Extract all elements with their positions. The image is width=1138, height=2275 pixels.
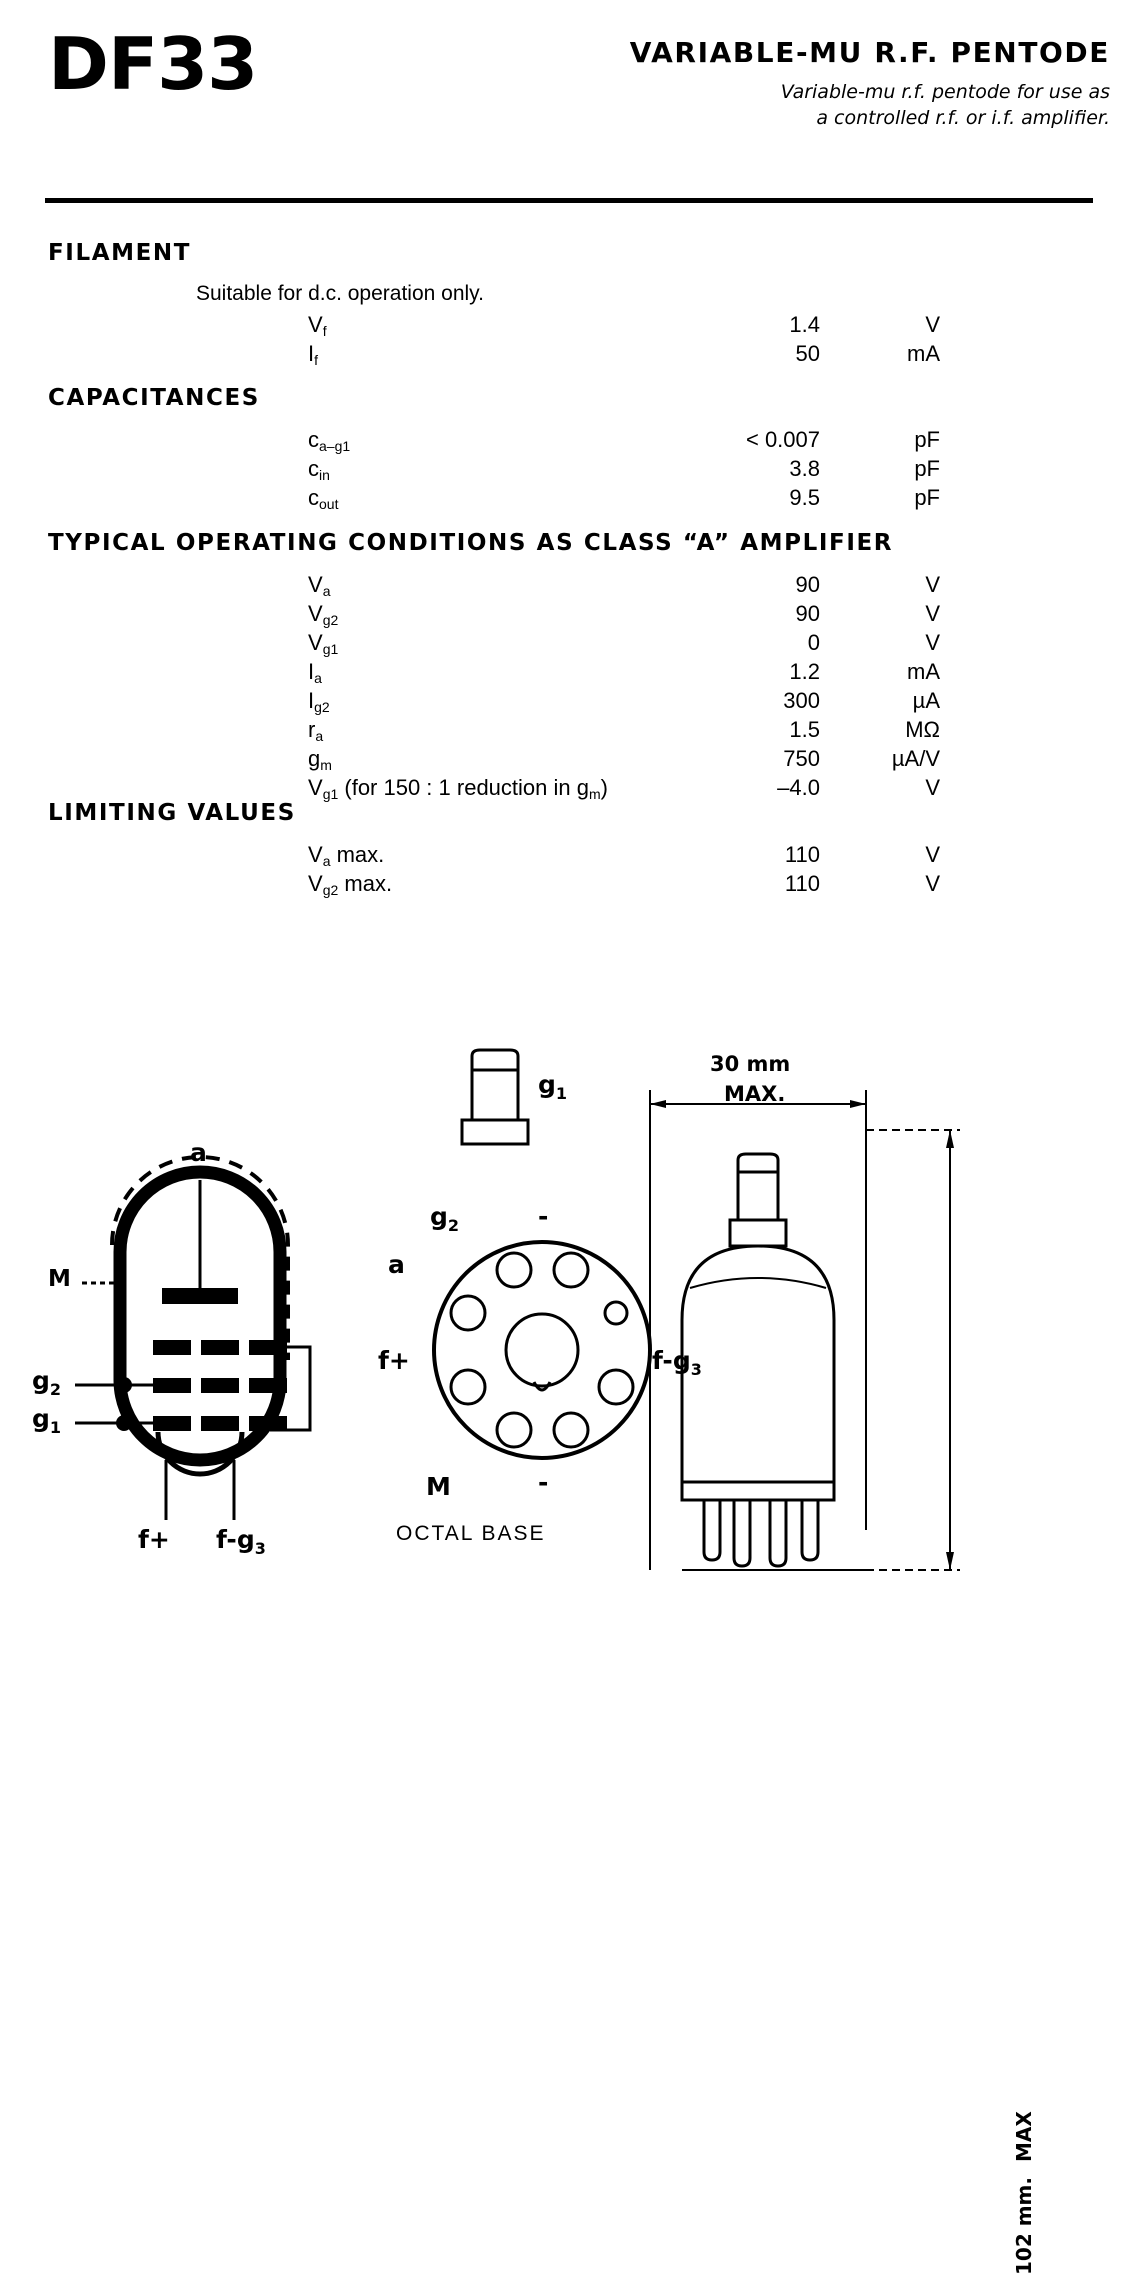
base-label-g1-top-cap: g1 xyxy=(538,1070,568,1103)
spec-unit: µA/V xyxy=(891,746,940,771)
spec-row: Vg1 (for 150 : 1 reduction in gm) –4.0 V xyxy=(0,775,1138,804)
spec-row: cin 3.8 pF xyxy=(0,456,1138,485)
base-label-m: M xyxy=(426,1472,451,1501)
spec-value: 110 xyxy=(784,842,820,867)
spec-unit: µA xyxy=(912,688,940,713)
page-subtitle: Variable-mu r.f. pentode for use as a co… xyxy=(550,80,1110,131)
section-heading: CAPACITANCES xyxy=(48,385,260,411)
spec-unit: V xyxy=(925,871,940,896)
spec-row: Ia 1.2 mA xyxy=(0,659,1138,688)
page-header: DF33 VARIABLE-MU R.F. PENTODE Variable-m… xyxy=(0,0,1138,203)
base-label-f-plus: f+ xyxy=(378,1346,410,1375)
spec-symbol: Vg1 xyxy=(308,630,339,657)
spec-unit: V xyxy=(925,842,940,867)
base-label-blank-bottom: - xyxy=(538,1468,549,1497)
spec-row: Vg2 max. 110 V xyxy=(0,871,1138,900)
spec-symbol: Vg2 xyxy=(308,601,339,628)
spec-unit: mA xyxy=(907,341,940,366)
electrode-label-f-plus: f+ xyxy=(138,1525,170,1554)
section-heading: TYPICAL OPERATING CONDITIONS AS CLASS “A… xyxy=(48,530,894,556)
spec-unit: MΩ xyxy=(905,717,940,742)
subtitle-line-2: a controlled r.f. or i.f. amplifier. xyxy=(816,106,1110,129)
spec-unit: V xyxy=(925,601,940,626)
spec-symbol: Va xyxy=(308,572,331,599)
spec-symbol: Vf xyxy=(308,312,327,339)
spec-unit: V xyxy=(925,775,940,800)
electrode-label-shield: M xyxy=(48,1266,71,1292)
spec-value: 90 xyxy=(795,572,820,597)
section-heading: LIMITING VALUES xyxy=(48,800,296,826)
spec-row: cout 9.5 pF xyxy=(0,485,1138,514)
base-label-g2: g2 xyxy=(430,1202,460,1235)
outline-diagram: 30 mm MAX. xyxy=(620,1030,1120,1610)
base-caption: OCTAL BASE xyxy=(396,1522,546,1545)
spec-symbol: cin xyxy=(308,456,330,483)
spec-symbol: Vg2 max. xyxy=(308,871,393,898)
spec-symbol: ca–g1 xyxy=(308,427,351,454)
spec-unit: V xyxy=(925,630,940,655)
electrode-label-anode: a xyxy=(190,1138,207,1167)
spec-unit: mA xyxy=(907,659,940,684)
spec-symbol: gm xyxy=(308,746,332,773)
spec-row: If 50 mA xyxy=(0,341,1138,370)
electrode-diagram-svg xyxy=(75,1155,312,1520)
base-label-blank-top: - xyxy=(538,1202,549,1231)
spec-value: 0 xyxy=(807,630,820,655)
electrode-diagram: a M g2 g1 f+ f-g3 xyxy=(20,1030,380,1558)
spec-symbol: cout xyxy=(308,485,339,512)
type-number: DF33 xyxy=(48,22,258,106)
section-heading: FILAMENT xyxy=(48,240,192,266)
subtitle-line-1: Variable-mu r.f. pentode for use as xyxy=(780,81,1110,103)
spec-value: 1.2 xyxy=(789,659,820,684)
spec-row: ra 1.5 MΩ xyxy=(0,717,1138,746)
spec-row: Vf 1.4 V xyxy=(0,312,1138,341)
spec-value: 50 xyxy=(795,341,820,366)
outline-diagram-svg xyxy=(649,1090,960,1571)
outline-width-dimension-note: MAX. xyxy=(724,1082,786,1106)
electrode-label-g2: g2 xyxy=(32,1366,62,1399)
spec-value: 90 xyxy=(795,601,820,626)
spec-row: Va max. 110 V xyxy=(0,842,1138,871)
spec-row: Va 90 V xyxy=(0,572,1138,601)
spec-rows: ca–g1 < 0.007 pF cin 3.8 pF cout 9.5 pF xyxy=(0,427,1138,514)
spec-symbol: Ia xyxy=(308,659,322,686)
spec-value: 1.5 xyxy=(789,717,820,742)
spec-value: –4.0 xyxy=(777,775,820,800)
outline-height-dimension: 102 mm. MAX xyxy=(1012,2111,1036,2275)
base-label-f-g3: f-g3 xyxy=(652,1346,702,1379)
spec-unit: V xyxy=(925,312,940,337)
spec-unit: pF xyxy=(914,456,940,481)
spec-symbol: Ig2 xyxy=(308,688,330,715)
base-label-anode: a xyxy=(388,1250,405,1279)
outline-width-dimension: 30 mm xyxy=(710,1052,791,1076)
spec-symbol: Va max. xyxy=(308,842,385,869)
spec-row: gm 750 µA/V xyxy=(0,746,1138,775)
spec-value: 300 xyxy=(783,688,820,713)
spec-value: 110 xyxy=(784,871,820,896)
electrode-label-f-minus-g3: f-g3 xyxy=(216,1525,266,1558)
spec-symbol: ra xyxy=(308,717,324,744)
spec-value: 1.4 xyxy=(789,312,820,337)
page-title: VARIABLE-MU R.F. PENTODE xyxy=(629,36,1110,69)
section-note: Suitable for d.c. operation only. xyxy=(196,282,484,305)
spec-value: 750 xyxy=(783,746,820,771)
header-divider xyxy=(45,198,1093,203)
spec-unit: pF xyxy=(914,485,940,510)
spec-symbol: If xyxy=(308,341,319,368)
spec-value: 9.5 xyxy=(789,485,820,510)
spec-unit: pF xyxy=(914,427,940,452)
spec-row: Vg1 0 V xyxy=(0,630,1138,659)
spec-rows: Vf 1.4 V If 50 mA xyxy=(0,312,1138,370)
spec-value: 3.8 xyxy=(789,456,820,481)
electrode-label-g1: g1 xyxy=(32,1404,62,1437)
spec-row: Ig2 300 µA xyxy=(0,688,1138,717)
spec-row: Vg2 90 V xyxy=(0,601,1138,630)
diagram-area: a M g2 g1 f+ f-g3 xyxy=(0,1030,1138,2275)
spec-symbol: Vg1 (for 150 : 1 reduction in gm) xyxy=(308,775,608,802)
spec-value: < 0.007 xyxy=(745,427,820,452)
spec-unit: V xyxy=(925,572,940,597)
spec-row: ca–g1 < 0.007 pF xyxy=(0,427,1138,456)
